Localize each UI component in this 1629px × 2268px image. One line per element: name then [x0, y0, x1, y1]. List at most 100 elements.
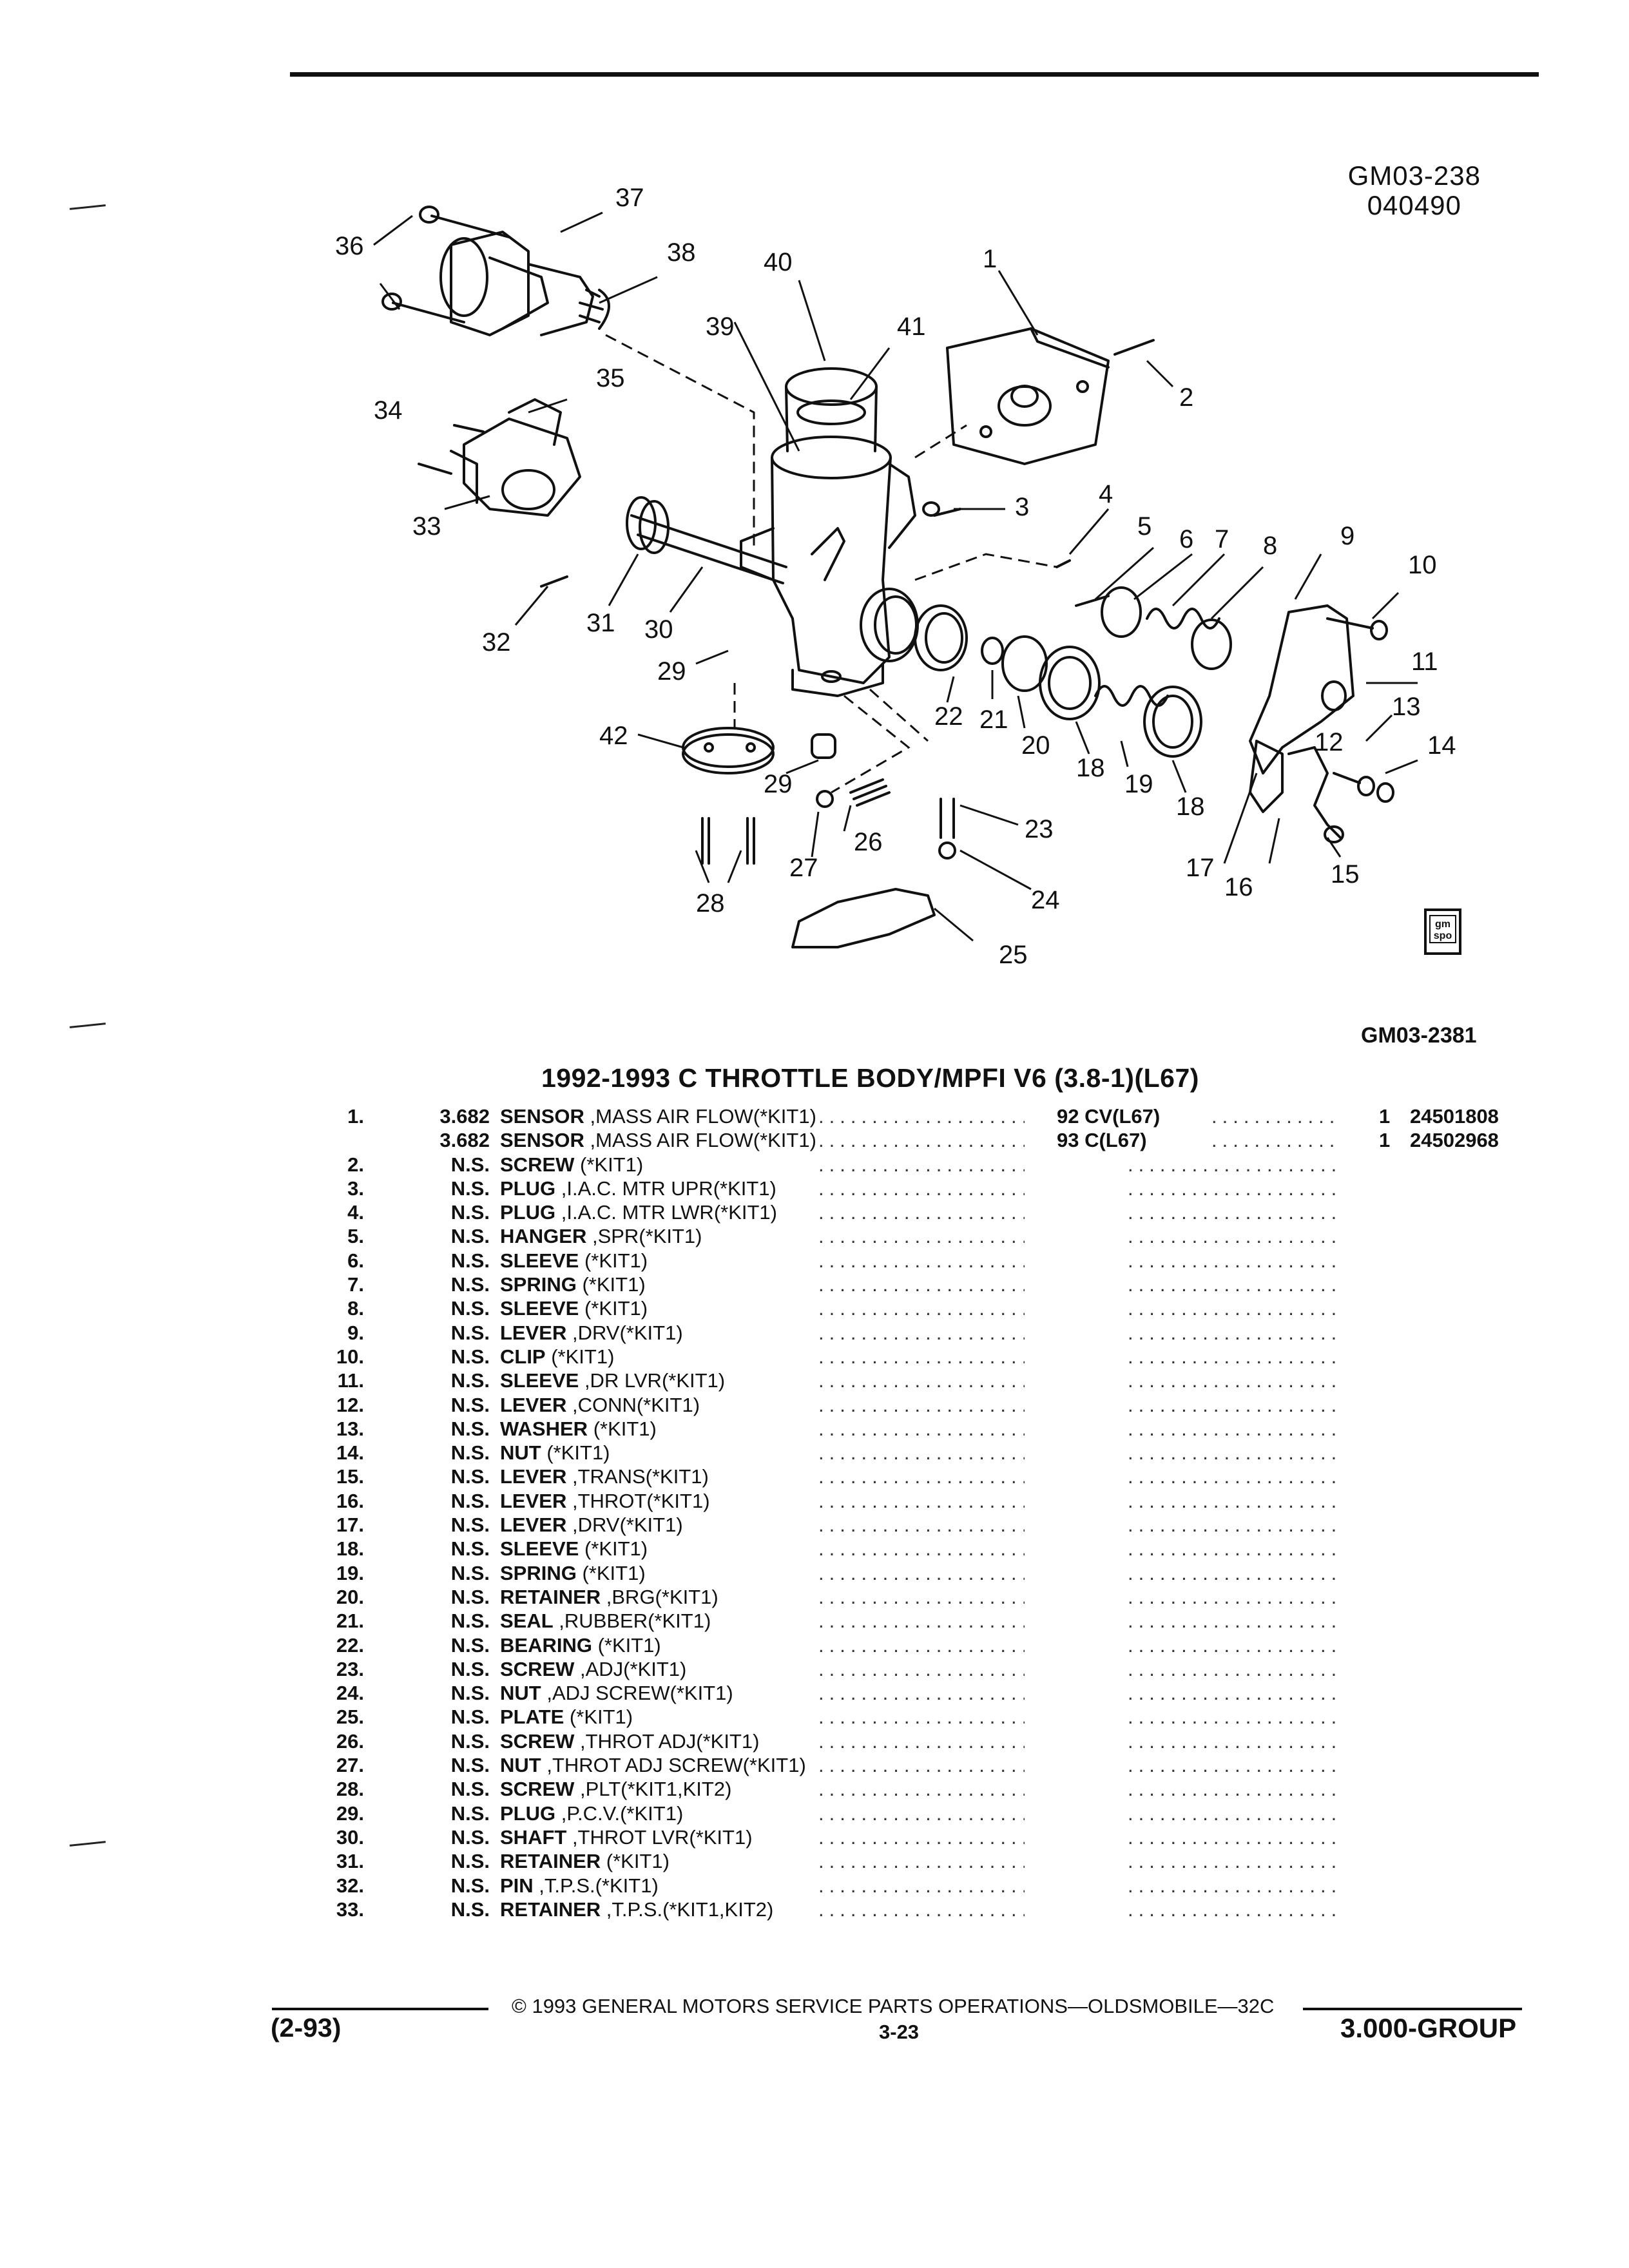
callout-35: 35	[596, 364, 625, 392]
part-number: 4.	[347, 1201, 364, 1224]
model-code: 93 C(L67)	[1057, 1129, 1147, 1152]
part-detail: ,THROT ADJ(*KIT1)	[574, 1729, 760, 1753]
part-quantity: N.S.	[450, 1369, 490, 1392]
part-description: SPRING (*KIT1)	[500, 1273, 646, 1296]
part-detail: ,T.P.S.(*KIT1)	[533, 1874, 659, 1897]
part-quantity: N.S.	[450, 1225, 490, 1248]
throttle-shaft-drawing	[540, 496, 787, 588]
part-detail: ,ADJ SCREW(*KIT1)	[541, 1682, 733, 1705]
part-description: SENSOR ,MASS AIR FLOW(*KIT1)	[500, 1128, 816, 1152]
part-row: 17.N.S.LEVER ,DRV(*KIT1)................…	[0, 1513, 1629, 1537]
callout-19: 19	[1124, 770, 1153, 798]
footer-rule-left	[272, 2008, 488, 2010]
leader-dots: ........................................…	[818, 1898, 1025, 1921]
part-row: 22.N.S.BEARING (*KIT1)..................…	[0, 1633, 1629, 1657]
leader-dots: ........................................…	[1211, 1129, 1340, 1152]
leader-dots: ........................................…	[818, 1825, 1025, 1849]
part-name: LEVER	[500, 1321, 567, 1344]
leader-dots: ........................................…	[818, 1850, 1025, 1873]
part-row: 21.N.S.SEAL ,RUBBER(*KIT1)..............…	[0, 1609, 1629, 1633]
leader-dots: ........................................…	[1128, 1610, 1340, 1633]
part-number: 1.	[347, 1105, 364, 1128]
part-row: 24.N.S.NUT ,ADJ SCREW(*KIT1)............…	[0, 1681, 1629, 1705]
part-quantity: N.S.	[450, 1201, 490, 1224]
part-description: BEARING (*KIT1)	[500, 1633, 661, 1657]
callout-10: 10	[1408, 551, 1437, 579]
part-quantity: N.S.	[450, 1153, 490, 1176]
leader-dots: ........................................…	[818, 1441, 1025, 1465]
callout-9: 9	[1340, 522, 1354, 550]
document-code: GM03-238 040490	[1348, 161, 1481, 220]
leader-dots: ........................................…	[818, 1105, 1025, 1128]
maf-sensor-drawing	[946, 327, 1155, 465]
part-number: 6.	[347, 1249, 364, 1272]
callout-38: 38	[667, 238, 696, 267]
part-detail: ,ADJ(*KIT1)	[574, 1657, 687, 1680]
part-row: 7.N.S.SPRING (*KIT1)....................…	[0, 1273, 1629, 1296]
part-number: 19.	[336, 1561, 364, 1584]
callout-18b: 18	[1176, 793, 1205, 821]
part-description: CLIP (*KIT1)	[500, 1345, 614, 1369]
part-number: 12.	[336, 1393, 364, 1416]
leader-dots: ........................................…	[818, 1874, 1025, 1897]
part-number: 24.	[336, 1682, 364, 1705]
part-description: SCREW ,PLT(*KIT1,KIT2)	[500, 1777, 731, 1801]
part-detail: ,MASS AIR FLOW(*KIT1)	[584, 1129, 816, 1152]
leader-dots: ........................................…	[1128, 1489, 1340, 1512]
callout-36: 36	[335, 232, 364, 260]
part-description: RETAINER ,BRG(*KIT1)	[500, 1585, 718, 1609]
leader-dots: ........................................…	[818, 1273, 1025, 1296]
callout-2: 2	[1179, 383, 1193, 412]
part-number: 22.	[336, 1633, 364, 1657]
leader-dots: ........................................…	[1128, 1706, 1340, 1729]
part-quantity: N.S.	[450, 1177, 490, 1200]
part-row: 11.N.S.SLEEVE ,DR LVR(*KIT1)............…	[0, 1369, 1629, 1392]
callout-4: 4	[1099, 480, 1113, 508]
part-description: LEVER ,TRANS(*KIT1)	[500, 1465, 709, 1488]
part-name: LEVER	[500, 1393, 567, 1416]
callout-32: 32	[482, 628, 511, 657]
part-detail: (*KIT1)	[579, 1537, 648, 1561]
part-detail: (*KIT1)	[592, 1633, 661, 1657]
callout-34: 34	[374, 396, 403, 425]
part-quantity: N.S.	[450, 1249, 490, 1272]
leader-dots: ........................................…	[1128, 1369, 1340, 1392]
top-rule	[290, 72, 1539, 77]
part-description: LEVER ,DRV(*KIT1)	[500, 1513, 683, 1537]
part-detail: (*KIT1)	[588, 1417, 657, 1440]
callout-37: 37	[615, 184, 644, 212]
part-name: SEAL	[500, 1610, 554, 1633]
part-row: 33.N.S.RETAINER ,T.P.S.(*KIT1,KIT2).....…	[0, 1898, 1629, 1921]
part-row: 18.N.S.SLEEVE (*KIT1)...................…	[0, 1537, 1629, 1561]
part-detail: ,THROT ADJ SCREW(*KIT1)	[541, 1754, 806, 1777]
leader-dots: ........................................…	[818, 1489, 1025, 1512]
part-name: SENSOR	[500, 1129, 584, 1152]
callout-13: 13	[1392, 693, 1421, 721]
part-quantity: N.S.	[450, 1874, 490, 1897]
part-detail: ,BRG(*KIT1)	[601, 1585, 718, 1608]
part-detail: (*KIT1)	[545, 1345, 615, 1368]
part-description: RETAINER ,T.P.S.(*KIT1,KIT2)	[500, 1898, 773, 1921]
part-quantity: 3.682	[439, 1129, 490, 1152]
part-detail: ,T.P.S.(*KIT1,KIT2)	[601, 1898, 774, 1921]
part-number: 29.	[336, 1802, 364, 1825]
callout-6: 6	[1179, 525, 1193, 553]
part-quantity: N.S.	[450, 1417, 490, 1440]
part-number: 9.	[347, 1321, 364, 1344]
callout-25: 25	[999, 941, 1028, 969]
part-quantity: N.S.	[450, 1706, 490, 1729]
leader-dots: ........................................…	[1128, 1393, 1340, 1416]
callout-23: 23	[1025, 815, 1054, 843]
part-quantity: N.S.	[450, 1682, 490, 1705]
leader-dots: ........................................…	[1128, 1874, 1340, 1897]
leader-dots: ........................................…	[1128, 1225, 1340, 1248]
part-quantity: N.S.	[450, 1825, 490, 1849]
part-name: SLEEVE	[500, 1297, 579, 1320]
callout-21: 21	[979, 706, 1008, 734]
part-row: 31.N.S.RETAINER (*KIT1).................…	[0, 1849, 1629, 1873]
part-name: SLEEVE	[500, 1537, 579, 1561]
part-number: 14.	[336, 1441, 364, 1465]
part-name: LEVER	[500, 1514, 567, 1537]
leader-dots: ........................................…	[818, 1393, 1025, 1416]
model-code: 92 CV(L67)	[1057, 1105, 1161, 1128]
